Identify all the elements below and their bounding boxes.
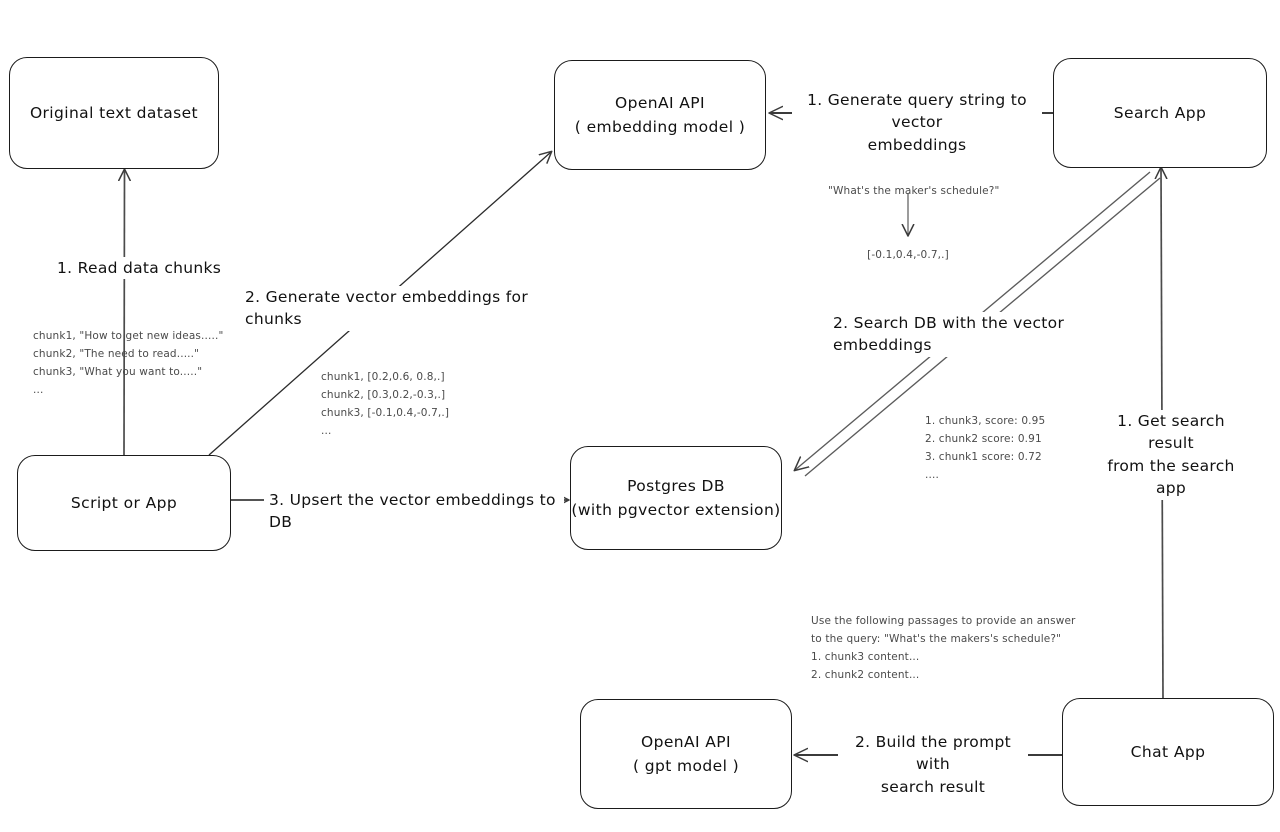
- note-prompt-text: Use the following passages to provide an…: [811, 615, 1076, 682]
- node-label-line2: (with pgvector extension): [571, 501, 781, 519]
- edge-label-line2: from the search app: [1107, 456, 1235, 498]
- node-label: Search App: [1113, 103, 1207, 122]
- edge-label-generate-query-embedding: 1. Generate query string to vector embed…: [792, 89, 1042, 157]
- node-original-text-dataset[interactable]: Original text dataset: [9, 57, 219, 169]
- edge-label-read-data-chunks: 1. Read data chunks: [52, 257, 242, 280]
- edge-label-line2: embeddings: [867, 135, 967, 154]
- edge-label-line2: search result: [880, 777, 986, 796]
- note-query-vector: [-0.1,0.4,-0.7,.]: [867, 249, 949, 261]
- note-query-string: "What's the maker's schedule?": [828, 185, 1000, 197]
- edge-label-line1: 2. Build the prompt with: [855, 733, 1011, 774]
- edge-label-generate-vector-embeddings: 2. Generate vector embeddings for chunks: [240, 286, 550, 331]
- node-openai-api-gpt-model[interactable]: OpenAI API ( gpt model ): [580, 699, 792, 809]
- edge-label-get-search-result: 1. Get search result from the search app: [1088, 410, 1254, 500]
- note-chunk-vectors: chunk1, [0.2,0.6, 0.8,.] chunk2, [0.3,0.…: [321, 371, 450, 438]
- node-label-line2: ( embedding model ): [574, 118, 746, 136]
- note-search-results: 1. chunk3, score: 0.95 2. chunk2 score: …: [925, 415, 1046, 482]
- node-label-line1: Postgres DB: [627, 476, 725, 495]
- edge-label-line1: 1. Generate query string to vector: [807, 91, 1027, 132]
- node-postgres-db[interactable]: Postgres DB (with pgvector extension): [570, 446, 782, 550]
- node-script-or-app[interactable]: Script or App: [17, 455, 231, 551]
- edge-label-build-prompt: 2. Build the prompt with search result: [838, 731, 1028, 799]
- node-openai-api-embedding-model[interactable]: OpenAI API ( embedding model ): [554, 60, 766, 170]
- node-label-line1: OpenAI API: [614, 93, 706, 112]
- node-label-line1: OpenAI API: [640, 732, 732, 751]
- connector-read-data-chunks: [124, 170, 125, 456]
- edge-label-upsert-to-db: 3. Upsert the vector embeddings to DB: [264, 489, 564, 534]
- node-chat-app[interactable]: Chat App: [1062, 698, 1274, 806]
- node-label: Original text dataset: [29, 103, 199, 122]
- edge-label-search-db: 2. Search DB with the vector embeddings: [828, 312, 1138, 357]
- node-label: Chat App: [1130, 742, 1206, 761]
- node-search-app[interactable]: Search App: [1053, 58, 1267, 168]
- node-label: Script or App: [70, 493, 178, 512]
- note-source-chunks: chunk1, "How to get new ideas....." chun…: [33, 330, 224, 397]
- edge-label-line1: 1. Get search result: [1117, 412, 1225, 453]
- node-label-line2: ( gpt model ): [632, 757, 740, 775]
